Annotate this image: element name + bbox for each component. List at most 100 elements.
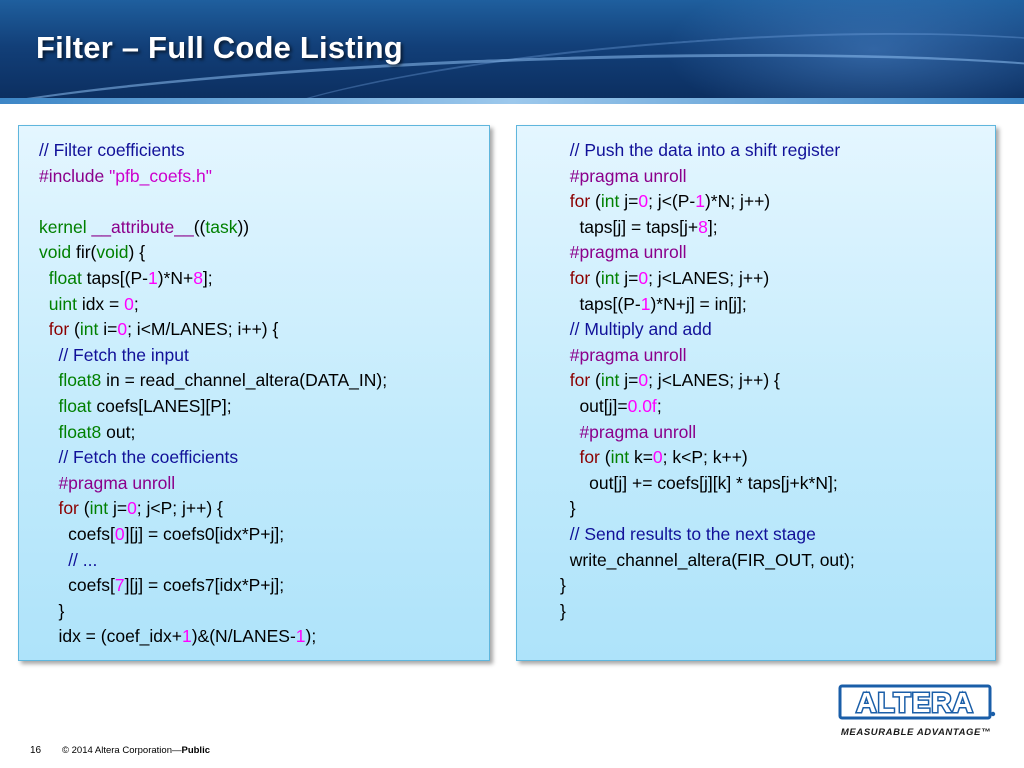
code-token: )&(N/LANES- [191, 626, 296, 647]
altera-logo: ALTERA MEASURABLE ADVANTAGE™ [838, 682, 998, 742]
code-line: for (int k=0; k<P; k++) [560, 445, 855, 471]
code-token: ; [656, 395, 662, 416]
code-line: // ... [39, 548, 387, 574]
code-token: ; k<P; k++) [662, 447, 748, 468]
code-token: float [58, 395, 92, 416]
code-token: ( [78, 498, 90, 519]
code-token: ; j<LANES; j++) { [648, 370, 780, 391]
code-token [39, 268, 49, 288]
altera-logo-graphic: ALTERA MEASURABLE ADVANTAGE™ [838, 684, 996, 738]
code-token: // Multiply and add [569, 319, 712, 340]
code-token: int [610, 447, 630, 468]
code-token: 0 [127, 498, 137, 519]
code-token: )) [237, 216, 250, 237]
code-token: for [569, 370, 591, 391]
code-token [39, 319, 49, 339]
code-token: (( [193, 216, 206, 237]
code-token: // Fetch the coefficients [58, 447, 239, 468]
code-token: kernel [39, 216, 92, 237]
code-token: 0 [638, 191, 649, 212]
code-line: for (int i=0; i<M/LANES; i++) { [39, 317, 387, 343]
code-line: write_channel_altera(FIR_OUT, out); [560, 548, 855, 574]
code-token: 1 [147, 267, 158, 288]
code-line: // Send results to the next stage [560, 522, 855, 548]
code-line: } [560, 496, 855, 522]
code-token: int [79, 319, 99, 340]
code-line: coefs[0][j] = coefs0[idx*P+j]; [39, 522, 387, 548]
code-token: )*N+j] = in[j]; [650, 293, 747, 314]
code-token: taps[(P- [81, 267, 148, 288]
code-token: write_channel_altera(FIR_OUT, out); [560, 549, 855, 570]
code-token: ][j] = coefs0[idx*P+j]; [124, 523, 285, 544]
code-line: void fir(void) { [39, 240, 387, 266]
code-line: out[j]=0.0f; [560, 394, 855, 420]
code-token [560, 242, 570, 262]
code-token: #pragma unroll [569, 165, 687, 186]
code-token: float [48, 267, 82, 288]
code-line: #pragma unroll [560, 420, 855, 446]
code-line: #pragma unroll [560, 240, 855, 266]
code-token: 1 [295, 626, 306, 647]
code-token [560, 166, 570, 186]
code-token [39, 473, 58, 493]
code-token [560, 370, 570, 390]
banner-glow [664, 0, 1024, 104]
code-line: for (int j=0; j<(P-1)*N; j++) [560, 189, 855, 215]
code-token [39, 370, 58, 390]
code-token [560, 319, 570, 339]
code-token [560, 524, 570, 544]
code-token: int [600, 191, 620, 212]
code-token: int [600, 370, 620, 391]
code-token: j= [619, 267, 639, 288]
code-token [39, 550, 68, 570]
code-token [560, 140, 570, 160]
code-token: fir( [71, 242, 97, 263]
code-token: 8 [193, 267, 203, 288]
code-token: ( [590, 370, 601, 391]
code-line: coefs[7][j] = coefs7[idx*P+j]; [39, 573, 387, 599]
code-token: ]; [707, 216, 718, 237]
code-token: #pragma unroll [579, 421, 697, 442]
code-token: 7 [114, 575, 125, 596]
code-token [39, 498, 58, 518]
code-token: j= [619, 370, 639, 391]
code-token: for [58, 498, 79, 519]
code-token: 0 [124, 293, 134, 314]
code-token: __attribute__ [91, 216, 194, 237]
code-line: #include "pfb_coefs.h" [39, 164, 387, 190]
code-line: out[j] += coefs[j][k] * taps[j+k*N]; [560, 471, 855, 497]
page-number: 16 [30, 745, 42, 756]
code-token [39, 396, 58, 416]
code-token: ) { [128, 242, 146, 263]
code-line: // Multiply and add [560, 317, 855, 343]
code-line: idx = (coef_idx+1)&(N/LANES-1); [39, 624, 387, 650]
code-line: // Push the data into a shift register [560, 138, 855, 164]
code-token: task [205, 216, 238, 237]
code-token [560, 345, 570, 365]
code-token: for [48, 319, 70, 340]
code-token: #include [39, 165, 110, 186]
code-line: } [560, 599, 855, 625]
code-token: // Filter coefficients [39, 140, 185, 160]
code-line: for (int j=0; j<LANES; j++) { [560, 368, 855, 394]
code-token: out[j] += coefs[j][k] * taps[j+k*N]; [560, 472, 838, 493]
code-token: out[j]= [560, 395, 628, 416]
logo-wordmark: ALTERA [856, 687, 973, 718]
code-token [39, 447, 58, 467]
code-token: taps[(P- [560, 293, 641, 314]
code-token: ; j<(P- [648, 191, 696, 212]
code-line: taps[(P-1)*N+j] = in[j]; [560, 292, 855, 318]
code-line: for (int j=0; j<LANES; j++) [560, 266, 855, 292]
code-line: for (int j=0; j<P; j++) { [39, 496, 387, 522]
code-token: ; [133, 293, 139, 314]
code-token: void [96, 242, 129, 263]
code-token: #pragma unroll [569, 242, 687, 263]
code-token: uint [48, 293, 77, 314]
code-token: 0 [638, 370, 649, 391]
code-token: ; i<M/LANES; i++) { [127, 319, 279, 340]
code-token [560, 268, 570, 288]
code-token [560, 191, 570, 211]
code-token [560, 422, 579, 442]
code-line [39, 189, 387, 215]
code-line: #pragma unroll [560, 343, 855, 369]
